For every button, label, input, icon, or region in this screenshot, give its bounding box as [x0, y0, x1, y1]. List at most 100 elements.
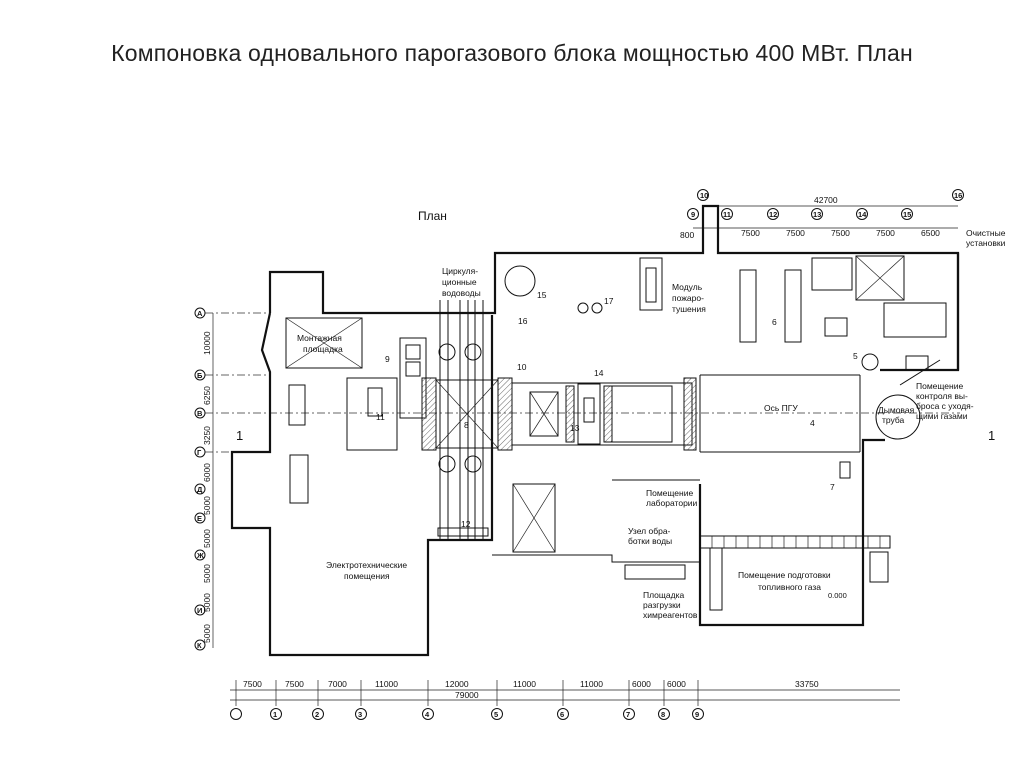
- bottom-dim: 11000: [375, 679, 398, 689]
- axis-bubble-left: И: [197, 606, 202, 615]
- axis-bubble-bottom: 2: [315, 710, 319, 719]
- axis-bubble-top: 12: [769, 210, 777, 219]
- axis-bubble-left: Г: [197, 448, 202, 457]
- axis-bubble-bottom: 3: [358, 710, 362, 719]
- lab-label: лаборатории: [646, 498, 698, 508]
- axis-bubble-top: 14: [858, 210, 867, 219]
- equipment-numbers: 15 16 17 6 9 10 14 11 8 13 4 5 7 12: [376, 290, 858, 529]
- axis-bubble-left: Ж: [196, 551, 204, 560]
- left-dim: 5000: [202, 529, 212, 548]
- circulating-water-conduits: Циркуля- ционные водоводы: [437, 266, 489, 540]
- axis-bubble-bottom: 8: [661, 710, 665, 719]
- axis-bubble-top: 11: [723, 210, 731, 219]
- bottom-dim: 7500: [243, 679, 262, 689]
- emission-label: контроля вы-: [916, 391, 968, 401]
- montage-area: Монтажная площадка: [285, 317, 363, 504]
- axis-bubble-left: А: [197, 309, 203, 318]
- top-dim-span: 7500: [786, 228, 805, 238]
- top-right-equipment: [504, 255, 947, 479]
- axis-bubble-bottom: 4: [425, 710, 430, 719]
- axis-bubble-top: 9: [691, 210, 695, 219]
- left-dim: 5000: [202, 564, 212, 583]
- bottom-dim: 7500: [285, 679, 304, 689]
- section-mark-right: 1: [988, 428, 995, 443]
- left-dim: 3250: [202, 426, 212, 445]
- pipe-rack: [699, 535, 891, 611]
- left-dim: 5000: [202, 496, 212, 515]
- room-labels: Модуль пожаро- тушения Очистные установк…: [236, 228, 1006, 620]
- equip-num: 7: [830, 482, 835, 492]
- bottom-dim: 11000: [513, 679, 536, 689]
- electrical-label: помещения: [344, 571, 390, 581]
- top-dim-total: 42700: [814, 195, 838, 205]
- axis-bubble-bottom: 6: [560, 710, 564, 719]
- top-dim-span: 7500: [741, 228, 760, 238]
- top-dim-span: 7500: [876, 228, 895, 238]
- left-dim: 10000: [202, 331, 212, 355]
- axis-bubble-top: 13: [813, 210, 821, 219]
- elevation-note: 0.000: [828, 591, 847, 600]
- left-dim: 5000: [202, 593, 212, 612]
- axis-bubble-top: 16: [954, 191, 962, 200]
- axis-bubble-left: К: [197, 641, 202, 650]
- circ-water-label: ционные: [442, 277, 477, 287]
- fire-module-label: пожаро-: [672, 293, 704, 303]
- equip-num: 9: [385, 354, 390, 364]
- equip-num: 17: [604, 296, 614, 306]
- equip-num: 4: [810, 418, 815, 428]
- axis-bubble-left: В: [197, 409, 203, 418]
- fire-module-label: Модуль: [672, 282, 703, 292]
- equip-num: 5: [853, 351, 858, 361]
- axis-bubble-left: Б: [197, 371, 203, 380]
- equip-num: 10: [517, 362, 527, 372]
- axis-bubble-top: 15: [903, 210, 911, 219]
- axis-bubble-bottom: 7: [626, 710, 630, 719]
- equip-num: 15: [537, 290, 547, 300]
- lab-label: Помещение: [646, 488, 693, 498]
- chem-unload-label: разгрузки: [643, 600, 681, 610]
- top-dim-span: 7500: [831, 228, 850, 238]
- bottom-dim: 12000: [445, 679, 469, 689]
- electrical-label: Электротехнические: [326, 560, 407, 570]
- emission-label: щими газами: [916, 411, 968, 421]
- axis-bubble-left: Е: [197, 514, 202, 523]
- lower-center-equipment: [512, 483, 686, 580]
- bottom-dim: 6000: [667, 679, 686, 689]
- building-outline: [230, 204, 960, 657]
- pgu-axis-label: Ось ПГУ: [764, 403, 798, 413]
- equip-num: 12: [461, 519, 471, 529]
- stack-label: Дымовая: [878, 405, 915, 415]
- fire-module-label: тушения: [672, 304, 706, 314]
- treatment-label: установки: [966, 238, 1006, 248]
- left-dim: 6000: [202, 463, 212, 482]
- chem-unload-label: химреагентов: [643, 610, 698, 620]
- fuel-gas-label: Помещение подготовки: [738, 570, 831, 580]
- left-dim: 6250: [202, 386, 212, 405]
- axis-bubble-bottom: 1: [273, 710, 277, 719]
- montage-label: Монтажная: [297, 333, 342, 343]
- equip-num: 16: [518, 316, 528, 326]
- water-treatment-label: Узел обра-: [628, 526, 671, 536]
- stack-label: труба: [882, 415, 905, 425]
- equip-num: 8: [464, 420, 469, 430]
- slide-title: Компоновка одновального парогазового бло…: [111, 40, 913, 66]
- left-dim: 5000: [202, 624, 212, 643]
- bottom-dim: 33750: [795, 679, 819, 689]
- plan-label: План: [418, 209, 447, 223]
- axis-bubble-bottom: 5: [494, 710, 498, 719]
- equip-num: 6: [772, 317, 777, 327]
- circ-water-label: Циркуля-: [442, 266, 478, 276]
- bottom-dim: 7000: [328, 679, 347, 689]
- circ-water-label: водоводы: [442, 288, 481, 298]
- treatment-label: Очистные: [966, 228, 1006, 238]
- axis-bubble-bottom: 9: [695, 710, 699, 719]
- water-treatment-label: ботки воды: [628, 536, 672, 546]
- turbine-generator-line: [346, 337, 697, 451]
- bottom-dimension-chain: 7500 7500 7000 11000 12000 11000 11000 6…: [230, 679, 900, 720]
- chem-unload-label: Площадка: [643, 590, 684, 600]
- axis-bubble-left: Д: [197, 485, 203, 494]
- top-dim-span: 6500: [921, 228, 940, 238]
- equip-num: 13: [570, 423, 580, 433]
- emission-label: броса с уходя-: [916, 401, 974, 411]
